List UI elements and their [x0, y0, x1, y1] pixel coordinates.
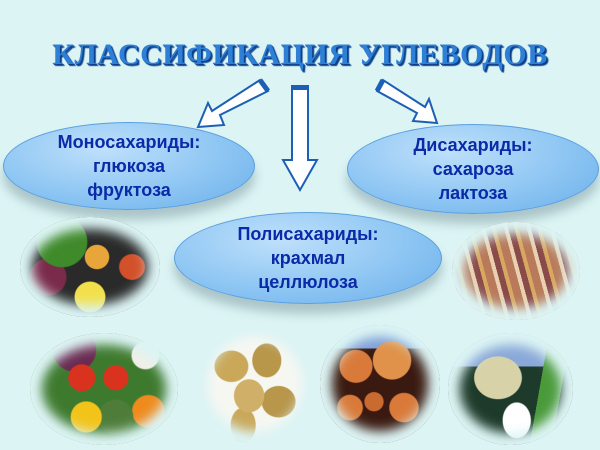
- oval-heading: Дисахариды:: [413, 135, 533, 155]
- oval-heading: Моносахариды:: [57, 132, 201, 152]
- oval-item: глюкоза: [92, 156, 166, 176]
- arrow-down-icon: [281, 85, 319, 193]
- oval-item: лактоза: [438, 183, 508, 203]
- polysaccharides-oval: Полисахариды: крахмал целлюлоза: [174, 212, 442, 304]
- oval-item: крахмал: [270, 248, 346, 268]
- oval-heading: Полисахариды:: [237, 224, 379, 244]
- page-title: КЛАССИФИКАЦИЯ УГЛЕВОДОВ: [52, 38, 548, 71]
- potatoes-image: [196, 325, 314, 443]
- oval-item: сахароза: [432, 159, 514, 179]
- monosaccharides-oval: Моносахариды: глюкоза фруктоза: [3, 122, 255, 210]
- oval-item: фруктоза: [87, 180, 171, 200]
- sugar-beet-image: [448, 333, 573, 445]
- fruits-market-image: [20, 217, 160, 317]
- wood-logs-image: [320, 325, 440, 443]
- disaccharides-oval: Дисахариды: сахароза лактоза: [347, 124, 599, 214]
- sugar-cane-image: [452, 222, 580, 320]
- oval-item: целлюлоза: [258, 272, 358, 292]
- vegetables-image: [30, 333, 178, 445]
- arrow-left-icon: [196, 78, 270, 129]
- arrow-right-icon: [375, 78, 439, 125]
